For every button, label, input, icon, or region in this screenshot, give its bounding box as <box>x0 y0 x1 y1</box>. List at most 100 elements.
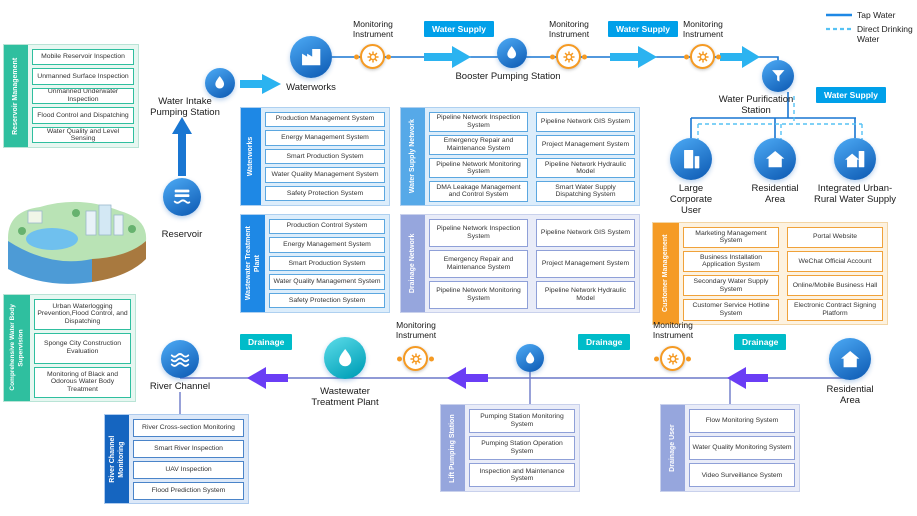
reservoir-label: Reservoir <box>161 229 203 240</box>
system-item: Smart Production System <box>265 148 385 165</box>
panel-water-supply-network: Water Supply Network Pipeline Network In… <box>400 107 640 206</box>
panel-title-wastewater-plant: Wastewater Treatment Plant <box>241 215 265 312</box>
system-item: Flood Control and Dispatching <box>32 107 134 124</box>
system-item: Safety Protection System <box>265 185 385 202</box>
house-and-tower-icon <box>844 150 865 168</box>
drainage-flow-arrows <box>247 367 768 389</box>
panel-lift-pumping-station: Lift Pumping Station Pumping Station Mon… <box>440 404 580 492</box>
system-item: Pipeline Network Hydraulic Model <box>536 280 635 309</box>
residential-area-label: Residential Area <box>751 183 799 206</box>
drainage-tag: Drainage <box>734 334 787 350</box>
monitoring-instrument-icon <box>403 346 428 371</box>
system-item: Emergency Repair and Maintenance System <box>429 249 528 278</box>
system-item: Marketing Management System <box>683 226 779 248</box>
panel-water-body-supervision: Comprehensive Water Body Supervision Urb… <box>3 294 136 402</box>
solid-line-swatch <box>826 13 852 17</box>
direct-drinking-water-lines <box>697 96 863 140</box>
system-item: Unmanned Underwater Inspection <box>32 87 134 105</box>
river-channel-label: River Channel <box>149 381 211 392</box>
system-item: Urban Waterlogging Prevention,Flood Cont… <box>34 298 131 330</box>
monitoring-instrument-icon <box>360 44 385 69</box>
monitoring-instrument-icon <box>660 346 685 371</box>
panel-wastewater-treatment-plant: Wastewater Treatment Plant Production Co… <box>240 214 390 313</box>
system-item: Safety Protection System <box>269 292 385 309</box>
office-building-icon <box>683 149 700 169</box>
water-supply-tag: Water Supply <box>424 21 494 37</box>
urban-rural-water-supply-icon <box>834 138 876 180</box>
dashed-line-swatch <box>826 27 852 31</box>
river-channel-icon <box>161 340 199 378</box>
residential-area-bottom-icon <box>829 338 871 380</box>
system-item: Online/Mobile Business Hall <box>787 275 883 297</box>
water-supply-tag: Water Supply <box>816 87 886 103</box>
monitoring-instrument-label: Monitoring Instrument <box>352 19 394 39</box>
system-item: Water Quality Management System <box>265 167 385 183</box>
water-purification-station-label: Water Purification Station <box>718 94 794 117</box>
reservoir-up-arrow <box>172 117 192 176</box>
monitoring-instrument-label: Monitoring Instrument <box>652 320 694 340</box>
system-item: Production Management System <box>265 111 385 128</box>
large-corporate-user-label: Large Corporate User <box>669 183 713 217</box>
reservoir-icon <box>163 178 201 216</box>
system-item: Project Management System <box>536 249 635 278</box>
panel-title-lift-pumping-station: Lift Pumping Station <box>441 405 465 491</box>
panel-title-drainage-user: Drainage User <box>661 405 685 491</box>
drainage-tag: Drainage <box>578 334 631 350</box>
lift-pumping-station-icon <box>516 344 544 372</box>
system-item: Sponge City Construction Evaluation <box>34 332 131 364</box>
legend-direct-drinking-water: Direct Drinking Water <box>826 24 916 44</box>
legend-label: Tap Water <box>857 10 896 20</box>
water-supply-tag: Water Supply <box>608 21 678 37</box>
system-item: Portal Website <box>787 226 883 248</box>
panel-title-water-supply-network: Water Supply Network <box>401 108 425 205</box>
wastewater-treatment-plant-icon <box>324 337 366 379</box>
system-item: WeChat Official Account <box>787 250 883 272</box>
pump-droplet-icon <box>507 46 517 59</box>
system-item: Pipeline Network Inspection System <box>429 111 528 132</box>
waterworks-label: Waterworks <box>286 82 336 93</box>
system-item: Mobile Reservoir Inspection <box>32 48 134 66</box>
system-item: Emergency Repair and Maintenance System <box>429 134 528 155</box>
panel-title-waterworks: Waterworks <box>241 108 261 205</box>
dam-icon <box>173 189 191 204</box>
water-intake-pumping-station-icon <box>205 68 235 98</box>
system-item: Business Installation Application System <box>683 250 779 272</box>
system-item: Water Quality and Level Sensing <box>32 126 134 144</box>
system-item: Secondary Water Supply System <box>683 275 779 297</box>
residential-area-icon <box>754 138 796 180</box>
legend-label: Direct Drinking Water <box>857 24 913 44</box>
system-item: River Cross-section Monitoring <box>133 418 244 437</box>
system-item: Pipeline Network Monitoring System <box>429 280 528 309</box>
system-item: DMA Leakage Management and Control Syste… <box>429 181 528 202</box>
system-item: Inspection and Maintenance System <box>469 463 575 488</box>
monitoring-instrument-label: Monitoring Instrument <box>682 19 724 39</box>
panel-title-customer-management: Customer Management <box>653 223 679 324</box>
waves-icon <box>170 353 190 367</box>
water-purification-station-icon <box>762 60 794 92</box>
booster-pumping-station-label: Booster Pumping Station <box>455 71 561 82</box>
system-item: Water Quality Management System <box>269 274 385 290</box>
water-intake-pumping-station-label: Water Intake Pumping Station <box>150 96 220 119</box>
system-item: Flow Monitoring System <box>689 408 795 433</box>
city-illustration <box>8 201 147 284</box>
gear-icon <box>409 352 422 365</box>
panel-river-channel-monitoring: River Channel Monitoring River Cross-sec… <box>104 414 249 504</box>
system-item: Monitoring of Black and Odorous Water Bo… <box>34 366 131 398</box>
system-item: Pipeline Network GIS System <box>536 218 635 247</box>
system-item: Energy Management System <box>265 130 385 146</box>
booster-pumping-station-icon <box>497 38 527 68</box>
system-item: Pipeline Network GIS System <box>536 111 635 132</box>
legend-tap-water: Tap Water <box>826 10 916 20</box>
legend: Tap Water Direct Drinking Water <box>826 10 916 48</box>
drainage-tag: Drainage <box>240 334 293 350</box>
